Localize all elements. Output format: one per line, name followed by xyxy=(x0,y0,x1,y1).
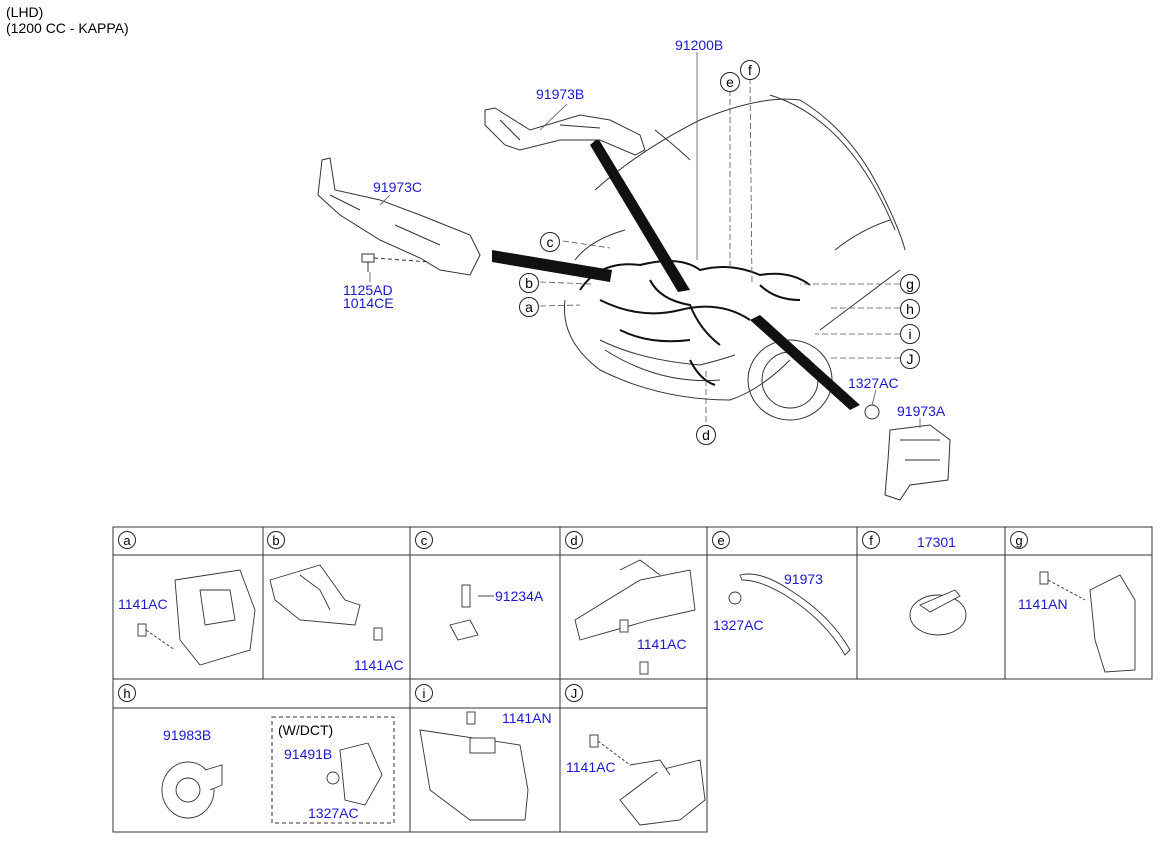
cell-a-letter: a xyxy=(118,531,136,549)
callout-b[interactable]: b xyxy=(519,273,539,293)
cell-h-part-1[interactable]: 91983B xyxy=(163,727,212,743)
cell-h-part-3[interactable]: 1327AC xyxy=(308,805,359,821)
variant-label: (LHD) xyxy=(6,4,44,20)
cell-j-part[interactable]: 1141AC xyxy=(566,759,616,775)
fender xyxy=(819,269,901,331)
protector-c-shape xyxy=(317,157,481,276)
engine-label: (1200 CC - KAPPA) xyxy=(6,20,129,36)
callout-c[interactable]: c xyxy=(540,232,560,252)
cell-f-part[interactable]: 17301 xyxy=(917,534,956,550)
callout-h[interactable]: h xyxy=(900,299,920,319)
cell-j-letter: J xyxy=(565,684,583,702)
front-bumper xyxy=(563,299,791,401)
windshield xyxy=(769,94,896,231)
bolt-1125ad xyxy=(361,253,375,263)
part-1327ac[interactable]: 1327AC xyxy=(848,375,899,391)
callout-f[interactable]: f xyxy=(740,60,760,80)
cell-c-part[interactable]: 91234A xyxy=(495,588,544,604)
callout-a[interactable]: a xyxy=(519,297,539,317)
clip-1327ac xyxy=(864,404,880,420)
part-91973b[interactable]: 91973B xyxy=(536,86,585,102)
protector-a-shape xyxy=(884,424,951,501)
callout-j[interactable]: J xyxy=(900,349,920,369)
part-91973c[interactable]: 91973C xyxy=(373,179,423,195)
leader-band-b xyxy=(590,138,690,292)
cell-g-letter: g xyxy=(1010,531,1028,549)
cell-b-part[interactable]: 1141AC xyxy=(354,657,404,673)
cell-g-part[interactable]: 1141AN xyxy=(1018,596,1068,612)
callout-g[interactable]: g xyxy=(900,274,920,294)
part-1125ad[interactable]: 1125AD xyxy=(343,282,393,298)
cell-e-letter: e xyxy=(712,531,730,549)
cell-d-part[interactable]: 1141AC xyxy=(637,636,687,652)
cell-b-letter: b xyxy=(267,531,285,549)
callout-d[interactable]: d xyxy=(696,425,716,445)
grille xyxy=(599,339,736,366)
part-91200b[interactable]: 91200B xyxy=(675,37,724,53)
cell-e-part-1[interactable]: 91973 xyxy=(784,571,823,587)
part-91973a[interactable]: 91973A xyxy=(897,403,946,419)
leader-band-c xyxy=(492,250,612,282)
callout-i[interactable]: i xyxy=(900,324,920,344)
cell-h-note: (W/DCT) xyxy=(278,722,334,738)
cell-h-part-2[interactable]: 91491B xyxy=(284,746,333,762)
cell-h-letter: h xyxy=(118,684,136,702)
part-1014ce[interactable]: 1014CE xyxy=(343,295,394,311)
cell-i-part[interactable]: 1141AN xyxy=(502,710,552,726)
protector-b-shape xyxy=(484,107,646,156)
harness-main xyxy=(579,260,811,291)
cell-i-letter: i xyxy=(415,684,433,702)
cell-e-part-2[interactable]: 1327AC xyxy=(713,617,764,633)
cell-d-letter: d xyxy=(565,531,583,549)
hood-outline xyxy=(594,98,906,251)
cell-a-part[interactable]: 1141AC xyxy=(118,596,168,612)
callout-e[interactable]: e xyxy=(720,72,740,92)
cell-c-letter: c xyxy=(415,531,433,549)
cell-f-letter: f xyxy=(862,531,880,549)
leader-band-a xyxy=(750,315,860,410)
